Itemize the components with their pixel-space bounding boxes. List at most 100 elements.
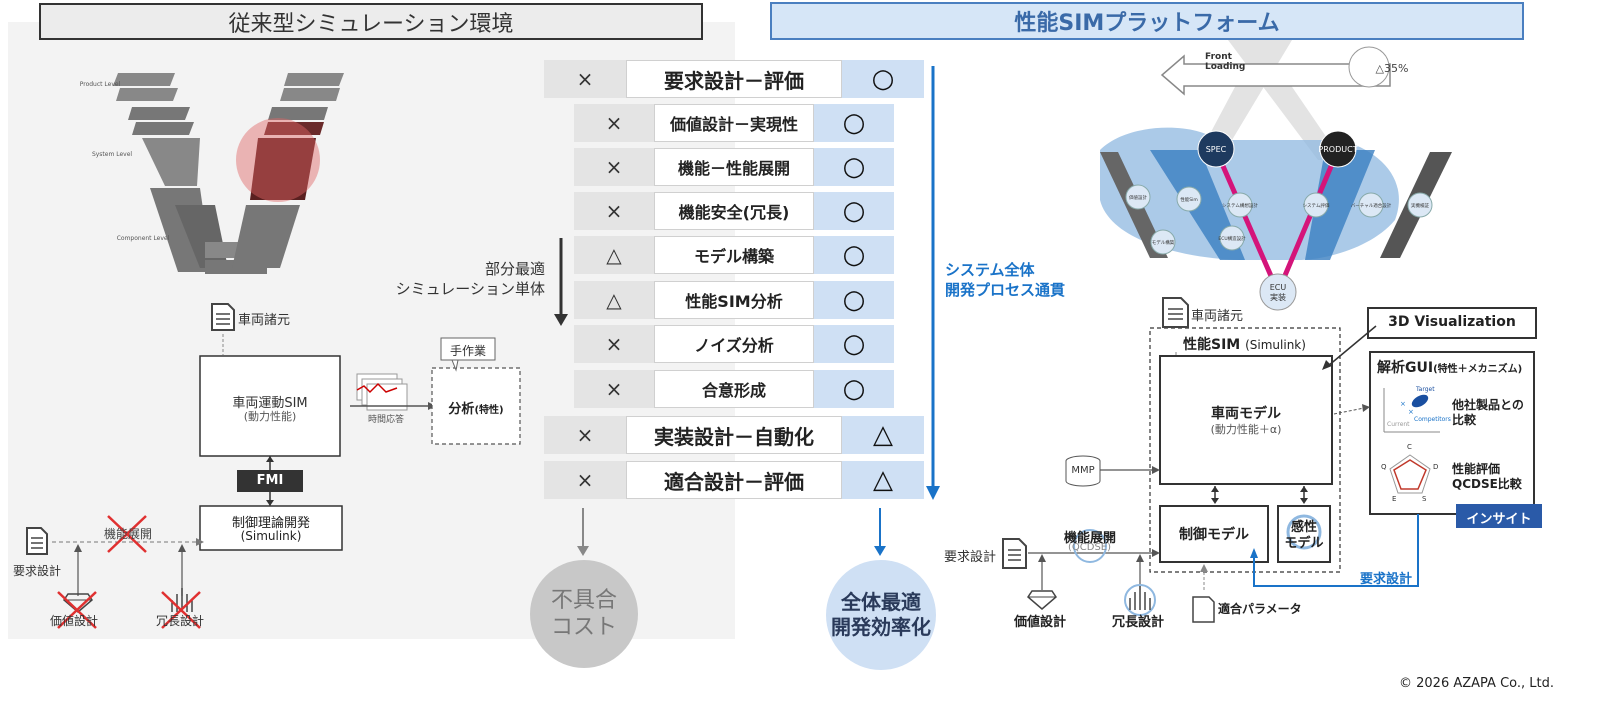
v-node-label: 実機検証 — [1411, 202, 1429, 209]
process-step-label: 性能SIM分析 — [654, 281, 814, 319]
process-row: ×機能－性能展開○ — [574, 148, 894, 186]
legacy-evaluation-mark: △ — [574, 236, 654, 274]
database-icon — [1065, 455, 1101, 487]
competitor-marker-icon: × — [1400, 400, 1406, 408]
compare-label-1: 他社製品との — [1452, 398, 1524, 412]
system-level-label: System Level — [92, 151, 132, 158]
cross-icon — [57, 591, 97, 629]
platform-function-deploy-label: 機能展開 — [1064, 531, 1117, 546]
qcdse-q-label: Q — [1381, 463, 1387, 471]
control-model-label: 制御モデル — [1179, 527, 1249, 543]
product-label: PRODUCT — [1318, 145, 1357, 154]
mmp-label: MMP — [1071, 465, 1095, 476]
signal-icon — [1129, 586, 1151, 610]
value-design-label: 価値設計 — [50, 614, 99, 628]
process-step-label: 実装設計－自動化 — [626, 416, 842, 454]
current-label: Current — [1387, 421, 1410, 428]
platform-header: 性能SIMプラットフォーム — [770, 2, 1524, 40]
cross-icon — [161, 591, 201, 629]
fit-parameter-label: 適合パラメータ — [1218, 602, 1302, 616]
qcdse-s-label: S — [1422, 495, 1427, 503]
legacy-evaluation-mark: × — [544, 60, 626, 98]
competitors-label: Competitors — [1414, 416, 1451, 423]
sensory-model-label-2: モデル — [1284, 536, 1324, 551]
v-node-label: モデル構築 — [1152, 239, 1175, 246]
compare-label-2: 比較 — [1452, 413, 1477, 427]
v-node-label: 価値設計 — [1129, 194, 1147, 201]
platform-evaluation-mark: ○ — [814, 148, 894, 186]
document-icon — [1162, 297, 1189, 328]
function-deploy-label: 機能展開 — [104, 527, 153, 541]
legacy-evaluation-mark: △ — [574, 281, 654, 319]
vehicle-sim-subtitle: (動力性能) — [243, 410, 297, 423]
legacy-evaluation-mark: × — [574, 325, 654, 363]
vehicle-model-subtitle: (動力性能＋α) — [1210, 423, 1282, 436]
platform-evaluation-mark: ○ — [814, 236, 894, 274]
requirement-loop-label: 要求設計 — [1360, 572, 1413, 587]
perf-eval-label-2: QCDSE比較 — [1452, 477, 1522, 491]
analysis-label: 分析(特性) — [448, 402, 504, 417]
process-row: ×適合設計－評価△ — [544, 461, 924, 499]
front-loading-label-1: Front — [1205, 52, 1233, 62]
v-node-label: システム構想設計 — [1222, 202, 1258, 209]
target-label: Target — [1416, 386, 1435, 393]
vehicle-model-title: 車両モデル — [1211, 406, 1281, 422]
legacy-evaluation-mark: × — [574, 192, 654, 230]
v-node-label: システム評価 — [1303, 202, 1330, 209]
platform-evaluation-mark: △ — [842, 461, 924, 499]
document-icon — [211, 303, 235, 331]
perf-sim-label: 性能SIM (Simulink) — [1183, 337, 1306, 353]
ecu-label-1: ECU — [1270, 283, 1287, 292]
sensory-model-label-1: 感性 — [1290, 520, 1317, 535]
component-level-label: Component Level — [117, 235, 170, 242]
process-row: △モデル構築○ — [574, 236, 894, 274]
fmi-label: FMI — [256, 473, 284, 488]
process-step-label: 要求設計－評価 — [626, 60, 842, 98]
front-loading-label-2: Loading — [1205, 62, 1245, 72]
qcdse-c-label: C — [1407, 443, 1412, 451]
process-step-label: 機能－性能展開 — [654, 148, 814, 186]
platform-evaluation-mark: ○ — [814, 104, 894, 142]
process-step-label: ノイズ分析 — [654, 325, 814, 363]
process-step-label: 合意形成 — [654, 370, 814, 408]
system-through-label-1: システム全体 — [945, 261, 1035, 279]
copyright-notice: © 2026 AZAPA Co., Ltd. — [1399, 676, 1554, 691]
qcdse-e-label: E — [1392, 495, 1397, 503]
platform-evaluation-mark: ○ — [814, 192, 894, 230]
analysis-gui-title: 解析GUI(特性＋メカニズム) — [1377, 360, 1523, 376]
diamond-icon — [1027, 590, 1057, 610]
process-step-label: 機能安全(冗長) — [654, 192, 814, 230]
reduction-label: △35% — [1376, 62, 1409, 75]
qcdse-label: (QCDSE) — [1068, 542, 1112, 553]
platform-vehicle-spec-label: 車両諸元 — [1191, 309, 1244, 324]
legacy-evaluation-mark: × — [574, 148, 654, 186]
platform-evaluation-mark: ○ — [814, 325, 894, 363]
control-dev-subtitle: (Simulink) — [240, 529, 302, 543]
process-row: ×実装設計－自動化△ — [544, 416, 924, 454]
manual-work-label: 手作業 — [449, 344, 486, 358]
legacy-evaluation-mark: × — [544, 461, 626, 499]
vehicle-sim-title: 車両運動SIM — [232, 396, 308, 411]
system-through-label-2: 開発プロセス通貫 — [945, 281, 1066, 299]
process-row: ×価値設計－実現性○ — [574, 104, 894, 142]
cross-icon — [107, 515, 147, 553]
competitor-marker-icon: × — [1408, 408, 1414, 416]
requirement-design-label: 要求設計 — [13, 564, 62, 578]
overall-optimum-circle: 全体最適開発効率化 — [826, 560, 936, 670]
v-node-label: 性能Sim — [1180, 196, 1198, 203]
3d-visualization-label: 3D Visualization — [1388, 314, 1516, 330]
legacy-evaluation-mark: × — [574, 104, 654, 142]
legacy-evaluation-mark: × — [574, 370, 654, 408]
time-response-label: 時間応答 — [368, 415, 405, 425]
process-row: ×合意形成○ — [574, 370, 894, 408]
control-dev-title: 制御理論開発 — [231, 516, 310, 531]
process-row: ×要求設計－評価○ — [544, 60, 924, 98]
insight-badge: インサイト — [1466, 512, 1532, 527]
spec-label: SPEC — [1206, 145, 1227, 154]
platform-evaluation-mark: ○ — [842, 60, 924, 98]
